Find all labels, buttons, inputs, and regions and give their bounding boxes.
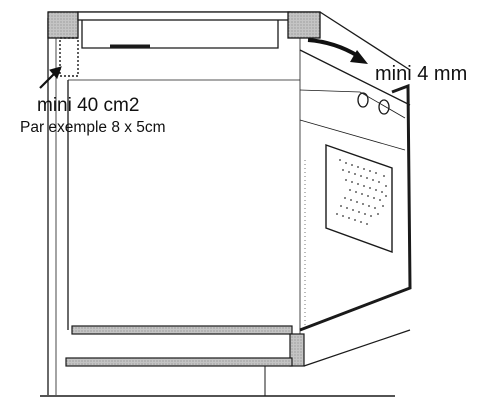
- worktop-left-block: [47, 11, 79, 39]
- vent-arrow: [39, 66, 62, 89]
- oven-base-edge: [299, 287, 411, 331]
- vent-area-label: mini 40 cm2: [37, 95, 140, 116]
- cabinet: [47, 11, 411, 395]
- oven-rear-edge: [299, 83, 412, 332]
- oven-control-panel-bottom: [299, 119, 406, 151]
- oven-knob-1: [357, 92, 369, 108]
- ventilation-opening: [59, 37, 79, 77]
- plinth-right-block: [289, 333, 305, 367]
- lower-shelf: [65, 357, 293, 367]
- oven-control-panel-top: [299, 89, 406, 119]
- worktop-lower-lip: [81, 20, 279, 49]
- oven: [67, 49, 412, 332]
- cabinet-top-perspective: [319, 11, 411, 71]
- oven-knob-2: [378, 99, 390, 115]
- oven-bottom-rail: [71, 325, 293, 335]
- vent-example-label: Par exemple 8 x 5cm: [20, 119, 166, 136]
- worktop: [47, 11, 321, 49]
- plinth-perspective: [303, 329, 411, 367]
- gap-label: mini 4 mm: [375, 63, 468, 85]
- base-shelves: [40, 325, 411, 397]
- gap-arrow: [307, 38, 368, 64]
- oven-window: [325, 144, 393, 253]
- worktop-right-block: [287, 11, 321, 39]
- oven-side-top: [299, 49, 411, 106]
- worktop-front: [77, 11, 291, 21]
- oven-window-stipple: [336, 159, 387, 225]
